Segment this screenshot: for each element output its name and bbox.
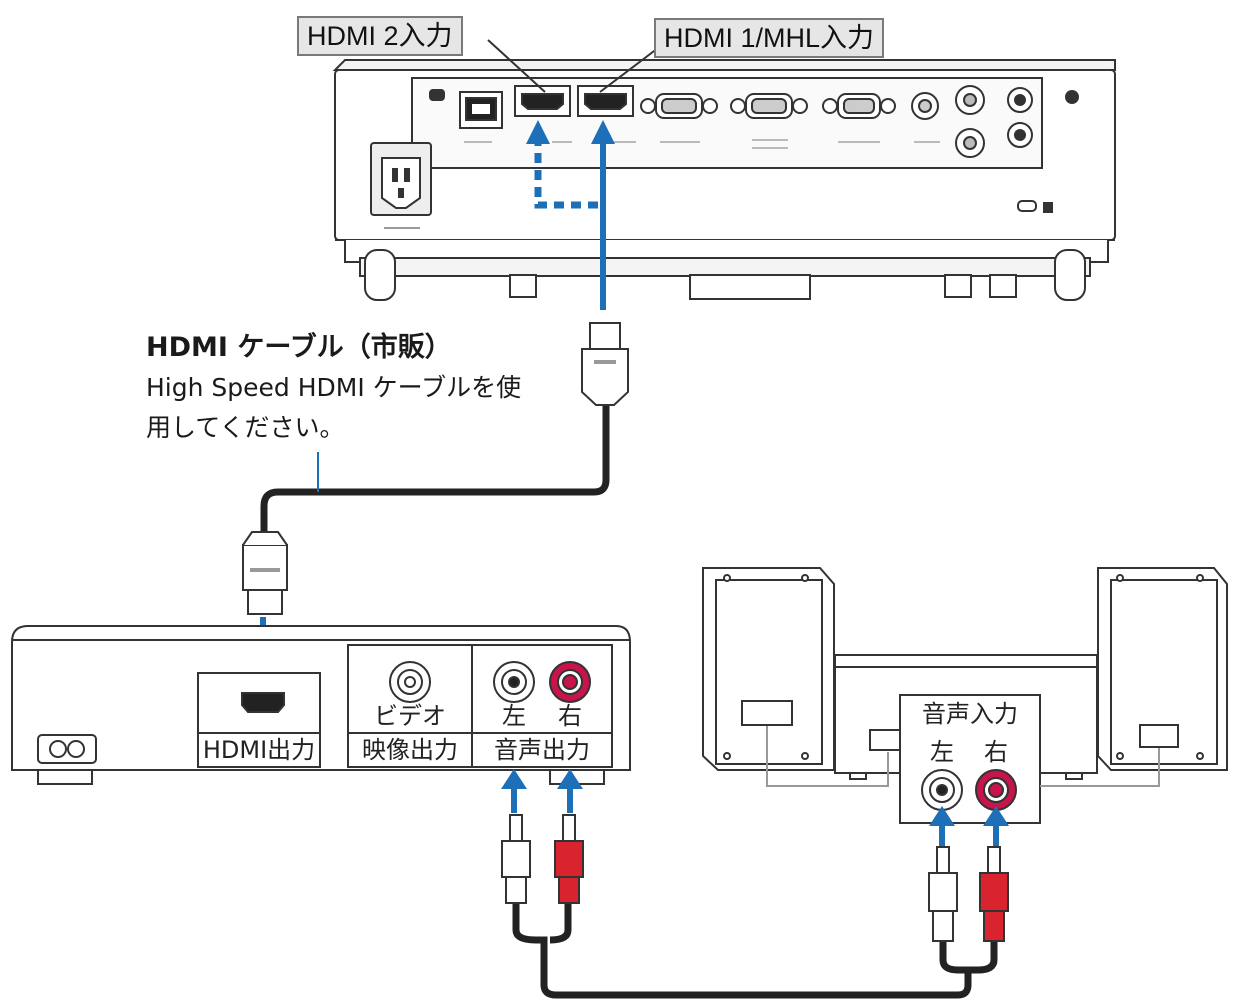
ac-inlet-icon	[370, 142, 432, 229]
lan-port-icon	[459, 91, 503, 129]
player-labels: HDMI出力 ビデオ 映像出力 左 右 音声出力	[203, 702, 590, 764]
speaker-left-label: 左	[930, 738, 954, 766]
player-video-out-label: 映像出力	[362, 736, 458, 764]
player-video-label: ビデオ	[374, 702, 446, 730]
rca-audio-cable	[501, 814, 1009, 999]
speaker-labels: 音声入力 左 右	[922, 700, 1018, 766]
port-legend-marks	[464, 139, 940, 149]
speaker-right-label: 右	[984, 738, 1008, 766]
speaker-audio-arrows	[929, 806, 1009, 846]
player-hdmi-out-label: HDMI出力	[203, 736, 315, 764]
player-audio-out-label: 音声出力	[494, 736, 590, 764]
hdmi2-input-callout: HDMI 2入力	[297, 16, 463, 56]
hdmi-cable-note-body: High Speed HDMI ケーブルを使用してください。	[146, 373, 522, 442]
hdmi-cable-note: HDMI ケーブル（市販） High Speed HDMI ケーブルを使用してく…	[146, 328, 526, 448]
player-left-label: 左	[502, 702, 526, 730]
hdmi-cable	[242, 322, 629, 615]
av-player	[11, 625, 631, 785]
speakers	[702, 567, 1228, 824]
projector	[332, 59, 1116, 301]
player-audio-arrows	[501, 769, 583, 813]
vga-port-icon	[640, 93, 718, 119]
vga-port-icon	[730, 93, 808, 119]
player-right-label: 右	[558, 702, 582, 730]
hdmi-cable-note-title: HDMI ケーブル（市販）	[146, 332, 452, 363]
callout-leaders	[487, 39, 663, 93]
hdmi1-mhl-input-callout: HDMI 1/MHL入力	[654, 18, 885, 58]
hdmi-connection-arrows	[526, 120, 615, 310]
serial-port-icon	[822, 93, 896, 119]
speaker-audio-in-label: 音声入力	[922, 700, 1018, 728]
hdmi1-port-icon	[577, 85, 634, 117]
